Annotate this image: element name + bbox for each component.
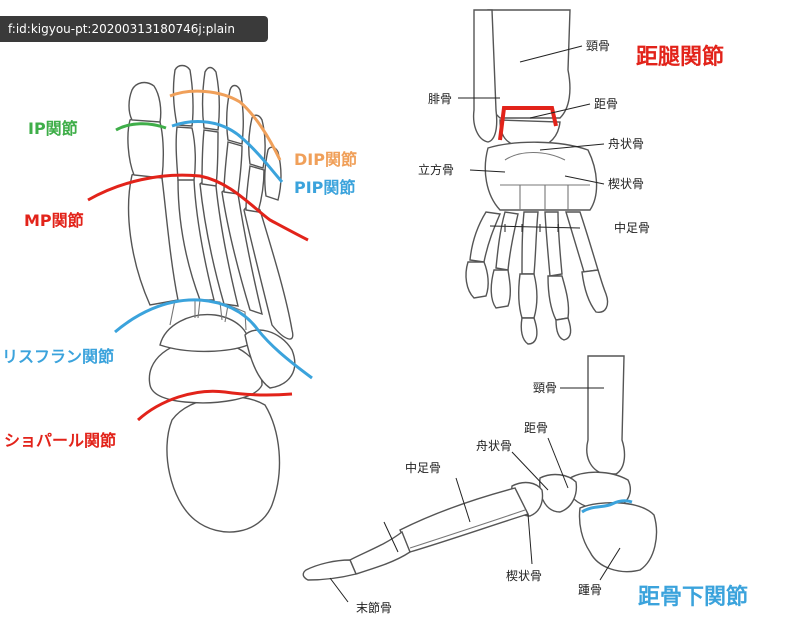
side-distal-phalanx-label: 末節骨	[356, 600, 392, 615]
dip-joint-label: DIP関節	[294, 150, 357, 169]
ankle-front-cuboid-label: 立方骨	[418, 162, 454, 177]
pip-joint-line	[171, 120, 284, 183]
pip-joint-label: PIP関節	[294, 178, 355, 197]
image-id-tag: f:id:kigyou-pt:20200313180746j:plain	[0, 16, 268, 42]
side-metatarsal-label: 中足骨	[405, 460, 441, 475]
mp-joint-line	[87, 173, 309, 242]
chopart-joint-line	[136, 389, 293, 422]
ankle-front-navicular-label: 舟状骨	[608, 137, 644, 151]
tibia-side	[586, 355, 626, 475]
ankle-front-illustration: 頸骨 腓骨 距骨 舟状骨 立方骨 楔状骨 中足骨 距腿関節	[418, 9, 724, 345]
ankle-front-cuneiform-label: 楔状骨	[608, 177, 644, 191]
metatarsal-1	[127, 170, 179, 306]
mp-joint-label: MP関節	[24, 211, 84, 230]
talocrural-joint-line	[498, 106, 558, 141]
subtalar-joint-line	[581, 499, 633, 514]
calcaneus-top	[166, 395, 281, 533]
dip-joint-line	[169, 89, 282, 161]
lisfranc-joint-label: リスフラン関節	[2, 347, 114, 366]
ankle-front-metatarsal-label: 中足骨	[614, 220, 650, 235]
ankle-front-tibia-label: 頸骨	[586, 39, 610, 53]
talocrural-joint-title: 距腿関節	[636, 44, 724, 70]
side-cuneiform-label: 楔状骨	[506, 569, 542, 583]
lisfranc-joint-line	[114, 298, 313, 380]
ankle-front-talus-label: 距骨	[594, 97, 618, 111]
hallux-distal-phalanx	[128, 81, 162, 123]
tarsals-front	[484, 141, 598, 211]
navicular-top	[159, 313, 249, 353]
ip-joint-line	[115, 122, 167, 132]
chopart-joint-label: ショパール関節	[4, 431, 116, 450]
metatarsal-side	[399, 487, 529, 553]
calcaneus-side	[578, 501, 658, 573]
cuboid-top	[244, 329, 296, 389]
side-talus-label: 距骨	[524, 421, 548, 435]
tibia-front	[486, 9, 571, 119]
side-calcaneus-label: 踵骨	[578, 583, 602, 597]
subtalar-joint-title: 距骨下関節	[638, 584, 748, 610]
side-tibia-label: 頸骨	[533, 381, 557, 395]
ip-joint-label: IP関節	[28, 119, 78, 138]
foot-side-illustration: 頸骨 距骨 舟状骨 中足骨 楔状骨 踵骨 末節骨 距骨下関節	[302, 355, 748, 615]
distal-phalanx-side	[302, 559, 357, 581]
side-navicular-label: 舟状骨	[476, 439, 512, 453]
ankle-front-fibula-label: 腓骨	[428, 91, 452, 106]
foot-top-illustration: IP関節 DIP関節 PIP関節 MP関節 リスフラン関節 ショパール関節	[2, 64, 357, 533]
fibula-front	[472, 9, 498, 143]
